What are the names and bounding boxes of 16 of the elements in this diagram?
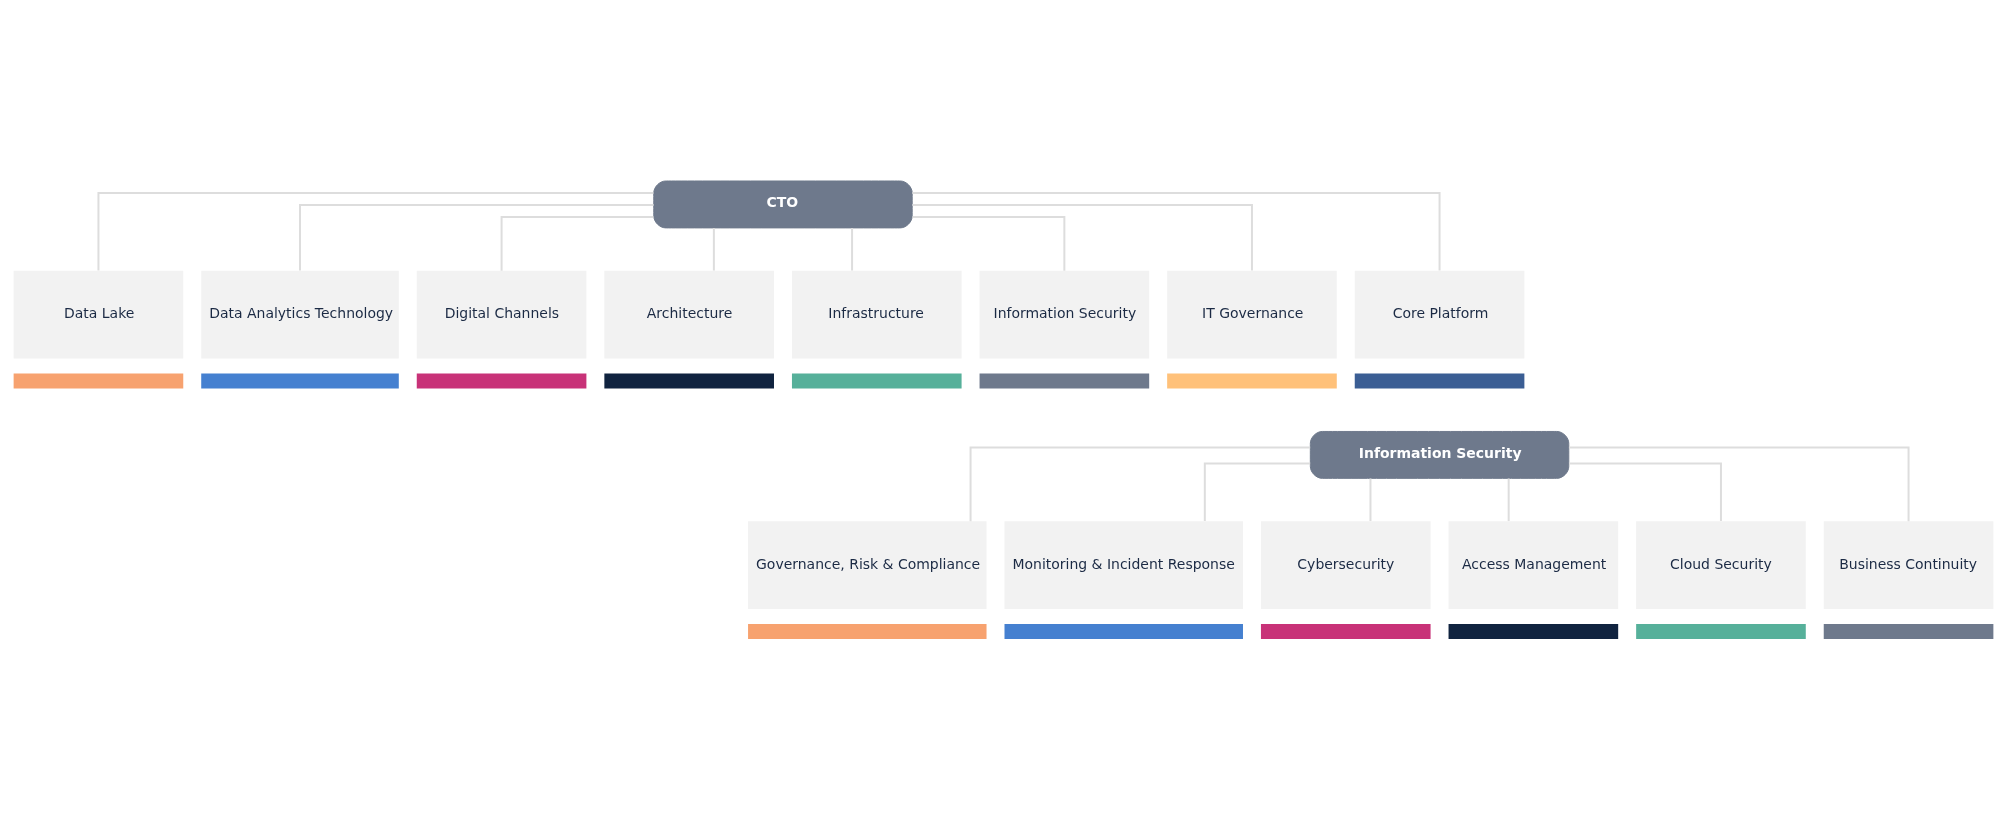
connector: [1567, 445, 1910, 522]
connector: [97, 191, 655, 271]
connector: [851, 226, 854, 272]
connector: [500, 215, 655, 272]
connector: [911, 215, 1066, 272]
connector: [911, 203, 1253, 272]
connector: [1507, 476, 1510, 522]
connector: [1568, 461, 1722, 522]
connector: [1203, 461, 1312, 522]
connector: [969, 445, 1312, 522]
node-box: Information Security: [1309, 430, 1570, 479]
connector: [712, 226, 715, 272]
connector: [1369, 476, 1372, 522]
connector: [299, 203, 655, 272]
node-box: CTO: [653, 180, 913, 228]
connector: [911, 191, 1441, 271]
